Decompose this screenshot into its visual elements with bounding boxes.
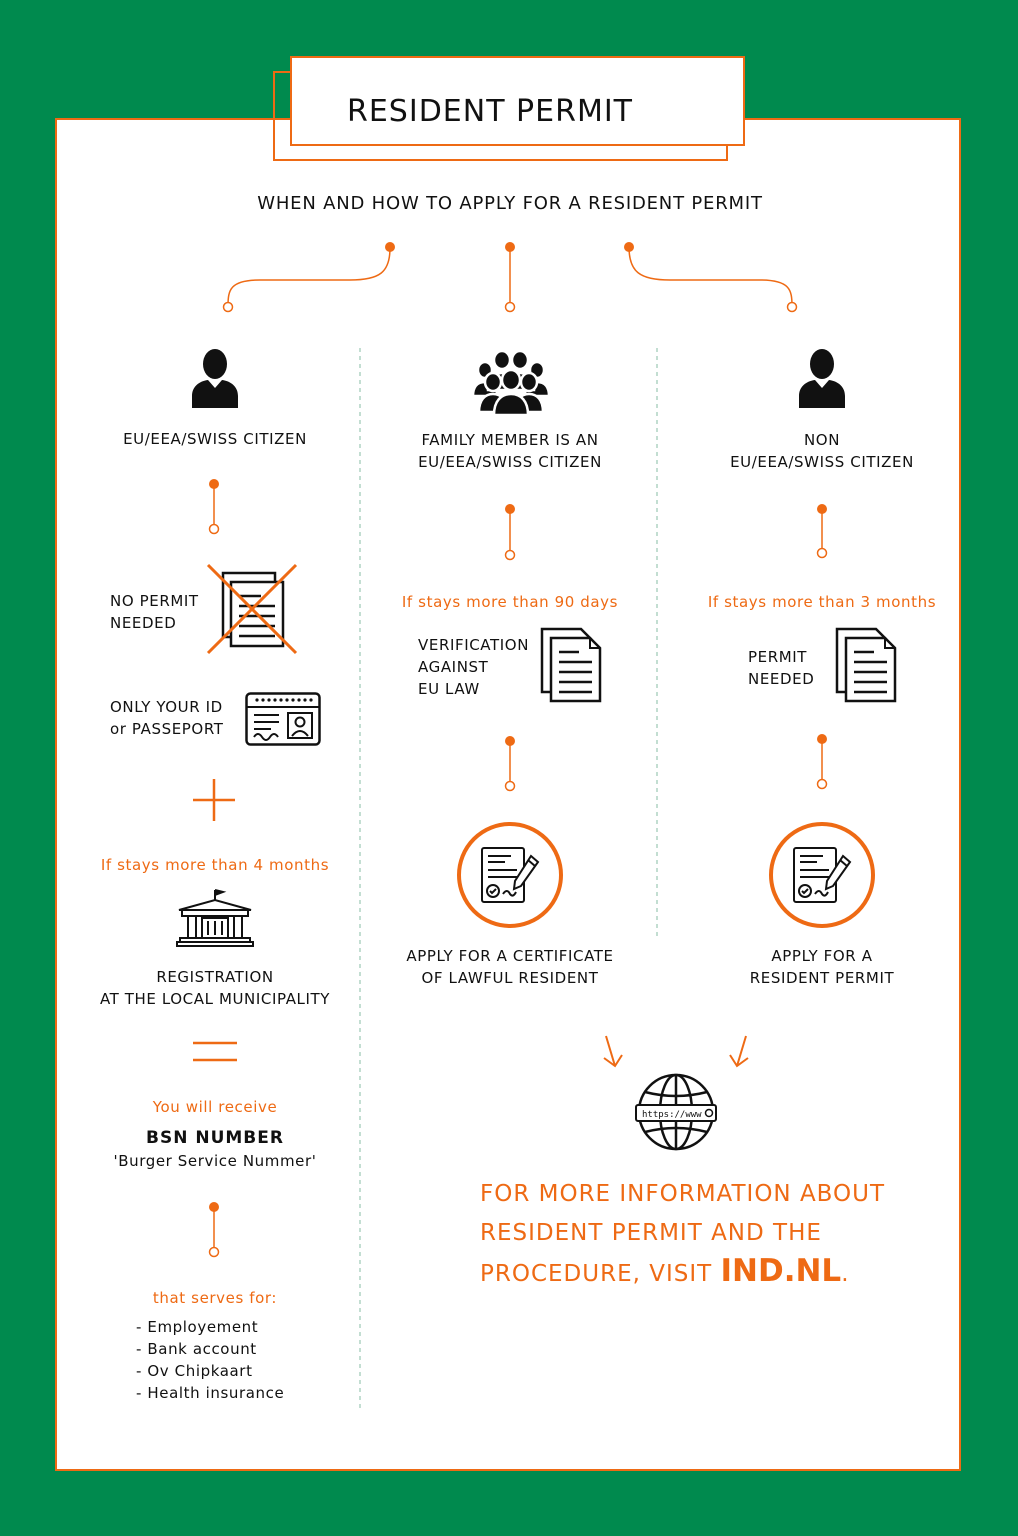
document-icon [540, 627, 602, 703]
person-icon [192, 349, 238, 408]
url-text: https://www [642, 1110, 702, 1120]
non-eu-condition: If stays more than 3 months [707, 593, 937, 611]
eu-condition: If stays more than 4 months [100, 856, 330, 874]
arrow-down-icon [729, 1035, 749, 1068]
list-item: - Employement [136, 1318, 259, 1336]
group-icon [472, 349, 550, 416]
building-icon [176, 889, 254, 947]
id-card-icon [245, 692, 321, 746]
list-item: - Bank account [136, 1340, 257, 1358]
globe-icon: https://www [635, 1073, 717, 1151]
list-item: - Health insurance [136, 1384, 285, 1402]
family-condition: If stays more than 90 days [401, 593, 619, 611]
equals-icon [193, 1041, 237, 1062]
document-icon [835, 627, 897, 703]
uses-list: - Employement - Bank account - Ov Chipka… [136, 1316, 336, 1404]
serves-for-label: that serves for: [152, 1289, 278, 1307]
bsn-full-name: 'Burger Service Nummer' [113, 1152, 317, 1170]
ind-link[interactable]: IND.NL [720, 1253, 842, 1289]
arrow-down-icon [603, 1035, 623, 1068]
plus-icon [193, 779, 235, 821]
title-frame: RESIDENT PERMIT [290, 56, 745, 146]
eu-heading: EU/EEA/SWISS CITIZEN [123, 430, 307, 448]
bsn-number: BSN NUMBER [146, 1128, 284, 1148]
list-item: - Ov Chipkaart [136, 1362, 253, 1380]
page-subtitle: WHEN AND HOW TO APPLY FOR A RESIDENT PER… [257, 193, 763, 214]
signed-certificate-icon [457, 822, 563, 928]
content-panel [55, 118, 961, 1471]
person-icon [799, 349, 845, 408]
more-info-text: FOR MORE INFORMATION ABOUT RESIDENT PERM… [480, 1181, 886, 1289]
crossed-document-icon [206, 563, 298, 655]
receive-label: You will receive [152, 1098, 278, 1116]
signed-certificate-icon [769, 822, 875, 928]
page-title: RESIDENT PERMIT [347, 93, 633, 129]
